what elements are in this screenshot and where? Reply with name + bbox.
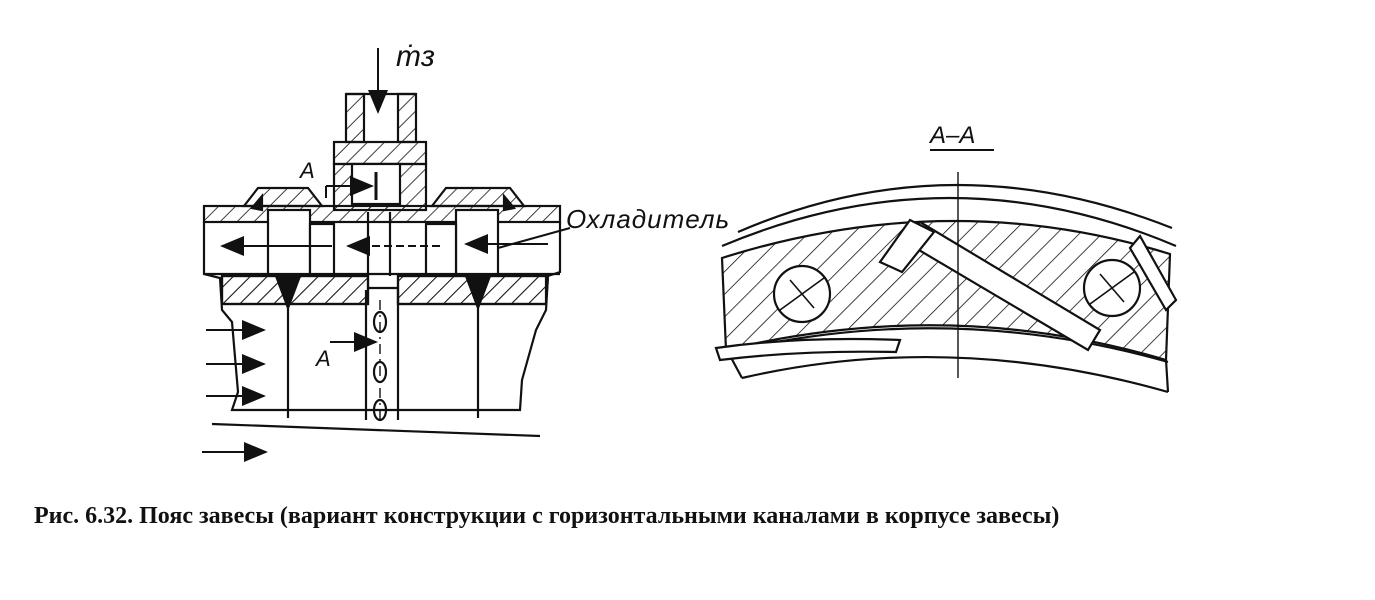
- coolant-leader: [497, 227, 571, 249]
- right-nut: [429, 186, 527, 208]
- left-insert: [266, 208, 312, 276]
- section-title-label: A–A: [930, 122, 976, 149]
- section-mark-top-label: A: [300, 158, 315, 183]
- inlet-pipe-right-wall: [396, 92, 418, 144]
- flow-arrows: [202, 48, 548, 462]
- figure-caption: Рис. 6.32. Пояс завесы (вариант конструк…: [34, 503, 1060, 529]
- section-a-a: [714, 149, 1178, 394]
- inlet-pipe-left-wall: [344, 92, 366, 144]
- pipe-flange: [332, 140, 428, 166]
- outer-ring: [721, 196, 1177, 248]
- liner-wall: [211, 422, 541, 438]
- mass-flow-label: ṁз: [396, 40, 435, 73]
- right-insert: [454, 208, 500, 276]
- left-nut: [241, 186, 325, 208]
- coolant-label: Охладитель: [566, 204, 731, 234]
- section-mark-mid-label: A: [316, 346, 331, 371]
- curtain-belt-longitudinal-section: [202, 92, 562, 438]
